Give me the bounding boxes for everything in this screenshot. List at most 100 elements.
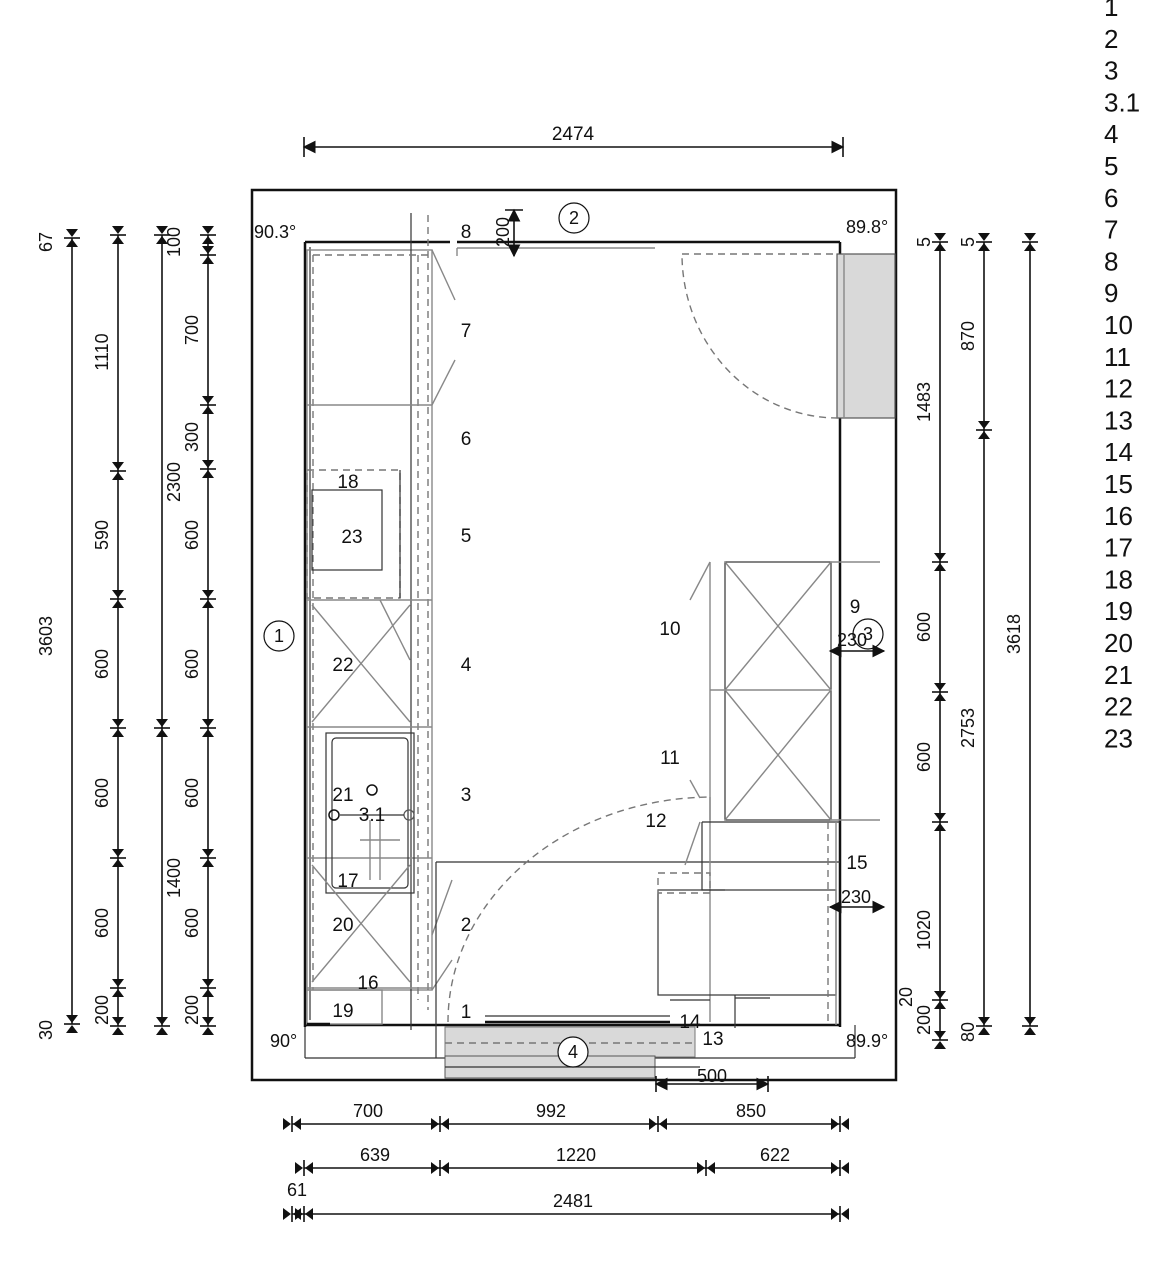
item-label: 21 <box>332 785 353 806</box>
item-label: 3 <box>461 785 472 806</box>
legend-item: 21 <box>1104 660 1133 690</box>
dim-bottom-row1: 700 992 850 <box>283 1101 849 1132</box>
item-labels: 1 2 3 3.1 4 5 6 7 8 9 10 11 12 13 14 15 … <box>332 222 867 1050</box>
dim-label: 850 <box>736 1101 766 1121</box>
dim-label: 1110 <box>92 333 112 370</box>
item-label: 14 <box>679 1012 701 1033</box>
dim-230-b: 230 <box>828 887 886 914</box>
svg-text:230: 230 <box>837 630 867 650</box>
dim-label: 700 <box>353 1101 383 1121</box>
dim-label: 992 <box>536 1101 566 1121</box>
dim-label: 1400 <box>164 858 184 898</box>
legend-item: 10 <box>1104 310 1133 340</box>
legend-item: 12 <box>1104 374 1133 404</box>
drawing-frame <box>250 188 898 1082</box>
dim-label: 639 <box>360 1145 390 1165</box>
svg-text:230: 230 <box>841 887 871 907</box>
dim-label: 67 <box>36 232 56 252</box>
angle-top-right: 89.8° <box>846 217 888 237</box>
legend-item: 9 <box>1104 278 1118 308</box>
dim-label: 2753 <box>958 708 978 748</box>
dim-label: 100 <box>164 227 184 257</box>
legend-item: 13 <box>1104 405 1133 435</box>
svg-text:4: 4 <box>568 1042 578 1062</box>
dim-label: 2481 <box>553 1191 593 1211</box>
dim-label: 3618 <box>1004 614 1024 654</box>
wall-label-2: 2 <box>558 202 590 234</box>
dim-label: 600 <box>182 778 202 808</box>
legend-item: 6 <box>1104 183 1118 213</box>
item-label: 5 <box>461 526 472 547</box>
angle-bottom-right: 89.9° <box>846 1031 888 1051</box>
legend-item: 8 <box>1104 246 1118 276</box>
dim-label: 600 <box>92 649 112 679</box>
item-label: 20 <box>332 915 353 936</box>
window-right <box>836 253 896 419</box>
wall-label-1: 1 <box>263 620 295 652</box>
item-label: 11 <box>660 748 680 769</box>
item-label: 3.1 <box>359 805 385 826</box>
item-label: 18 <box>337 472 358 493</box>
svg-text:200: 200 <box>493 217 513 247</box>
item-label: 19 <box>332 1001 353 1022</box>
item-label: 13 <box>702 1029 723 1050</box>
dim-label: 1220 <box>556 1145 596 1165</box>
dim-label: 600 <box>92 778 112 808</box>
right-units <box>657 561 880 1028</box>
legend-item: 23 <box>1104 723 1133 753</box>
svg-text:2: 2 <box>569 208 579 228</box>
item-label: 17 <box>337 871 358 892</box>
dim-label: 700 <box>182 315 202 345</box>
svg-text:1: 1 <box>274 626 284 646</box>
legend-item: 5 <box>1104 151 1118 181</box>
dim-label: 5 <box>914 237 934 247</box>
item-label: 1 <box>461 1002 472 1023</box>
door-swing-bottom <box>447 796 711 1023</box>
dim-bottom-row3: 2481 <box>283 1191 849 1222</box>
item-label: 2 <box>461 915 472 936</box>
dim-label: 200 <box>92 995 112 1025</box>
legend-item: 11 <box>1104 342 1131 372</box>
dim-label: 20 <box>896 987 916 1007</box>
dim-label: 2300 <box>164 462 184 502</box>
angle-bottom-left: 90° <box>270 1031 297 1051</box>
item-label: 4 <box>461 655 472 676</box>
svg-text:500: 500 <box>697 1066 727 1086</box>
legend-item: 14 <box>1104 437 1133 467</box>
item-label: 15 <box>846 853 867 874</box>
legend-item: 4 <box>1104 119 1118 149</box>
item-label: 22 <box>332 655 353 676</box>
legend-item: 1 <box>1104 0 1118 22</box>
item-label: 9 <box>850 597 861 618</box>
legend-item: 7 <box>1104 215 1118 245</box>
wall-label-4: 4 <box>557 1036 589 1068</box>
item-label: 10 <box>659 619 680 640</box>
item-label: 16 <box>357 973 378 994</box>
legend-item: 20 <box>1104 628 1133 658</box>
legend-item: 22 <box>1104 692 1133 722</box>
dim-label: 61 <box>287 1180 307 1200</box>
dim-label: 200 <box>914 1005 934 1035</box>
left-cabinets <box>306 213 456 1030</box>
legend-item: 17 <box>1104 533 1133 563</box>
item-label: 8 <box>461 222 472 243</box>
legend-item: 19 <box>1104 596 1133 626</box>
dim-230-a: 230 <box>828 630 886 658</box>
legend-item: 3 <box>1104 56 1118 86</box>
dim-right-col3: 3618 <box>1004 233 1038 1035</box>
dim-label: 600 <box>914 742 934 772</box>
legend-item: 15 <box>1104 469 1133 499</box>
door-swing-top <box>681 253 839 419</box>
dim-left-col3: 100 2300 1400 <box>154 226 184 1035</box>
item-label: 6 <box>461 429 472 450</box>
dim-label: 600 <box>182 908 202 938</box>
dim-label: 80 <box>958 1022 978 1042</box>
dim-label: 600 <box>914 612 934 642</box>
